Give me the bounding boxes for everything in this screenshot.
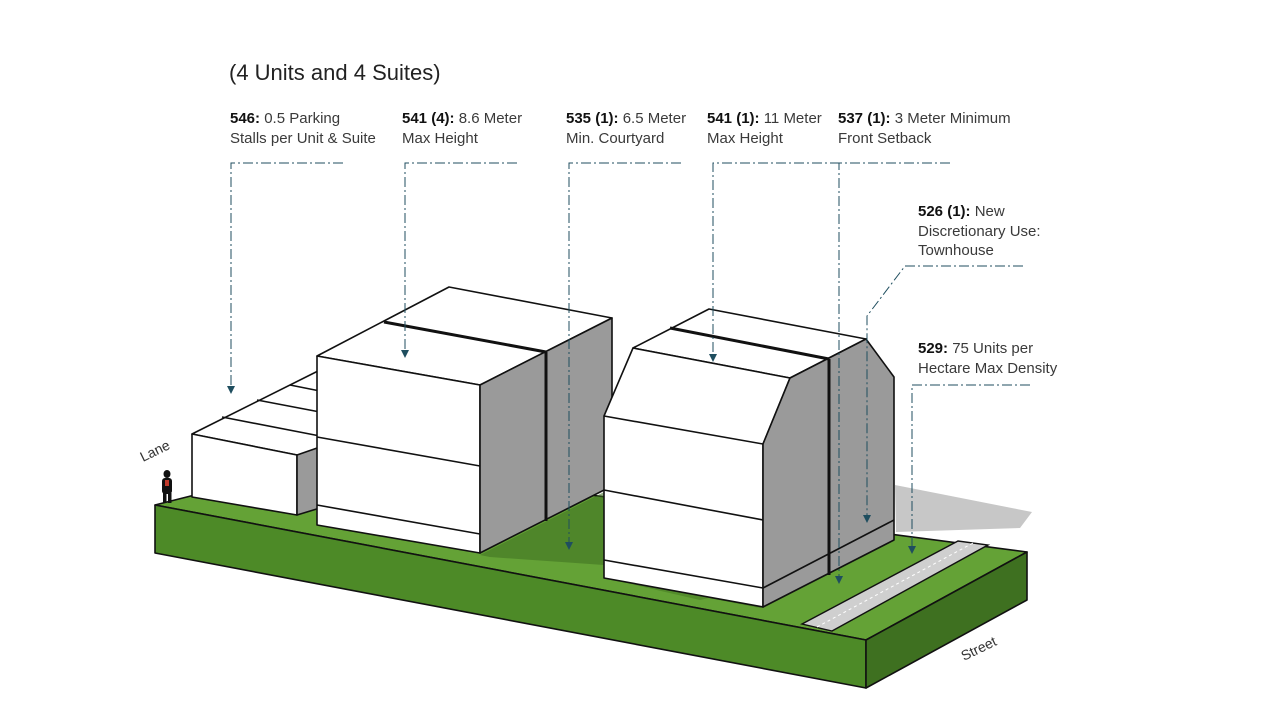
annotation-code: 535 (1): <box>566 110 619 127</box>
annotation-code: 529: <box>918 340 949 357</box>
townhouse-building-right <box>603 308 895 608</box>
leader-discretionary-use <box>863 265 1023 523</box>
annotation-courtyard: 535 (1): 6.5 Meter Min. Courtyard <box>566 109 716 148</box>
lane-label: Lane <box>137 437 172 465</box>
annotation-code: 546: <box>230 110 261 127</box>
sidewalk <box>800 540 991 632</box>
annotation-parking: 546: 0.5 Parking Stalls per Unit & Suite <box>230 109 400 148</box>
annotation-code: 537 (1): <box>838 110 891 127</box>
building-right-front <box>603 347 791 608</box>
annotation-code: 541 (4): <box>402 110 455 127</box>
leader-density <box>908 384 1030 554</box>
annotation-code: 526 (1): <box>918 203 971 220</box>
annotation-text: New Discretionary Use: Townhouse <box>918 203 1041 259</box>
annotation-max-height-8-6: 541 (4): 8.6 Meter Max Height <box>402 109 552 148</box>
garage-building <box>191 369 321 516</box>
annotation-text: 3 Meter Minimum Front Setback <box>838 110 1011 147</box>
annotation-text: 8.6 Meter Max Height <box>402 110 523 147</box>
annotation-front-setback: 537 (1): 3 Meter Minimum Front Setback <box>838 109 1038 148</box>
leader-front-setback <box>835 162 950 584</box>
annotation-code: 541 (1): <box>707 110 760 127</box>
annotation-text: 75 Units per Hectare Max Density <box>918 340 1058 377</box>
building-left-front <box>316 355 481 554</box>
leader-max-height-8-6 <box>401 162 517 358</box>
leader-max-height-11 <box>709 162 840 362</box>
annotation-text: 6.5 Meter Min. Courtyard <box>566 110 687 147</box>
annotation-discretionary-use: 526 (1): New Discretionary Use: Townhous… <box>918 202 1088 261</box>
diagram-subtitle: (4 Units and 4 Suites) <box>229 60 441 85</box>
lot-side-face <box>865 551 1028 689</box>
leader-parking <box>227 162 343 394</box>
person-figure-icon <box>162 470 172 503</box>
leader-courtyard <box>565 162 681 550</box>
leader-lines <box>227 162 1030 584</box>
street-label: Street <box>958 633 999 664</box>
townhouse-building-left <box>316 286 613 554</box>
annotation-density: 529: 75 Units per Hectare Max Density <box>918 339 1088 378</box>
ground-shadow <box>895 485 1032 532</box>
annotation-text: 0.5 Parking Stalls per Unit & Suite <box>230 110 376 147</box>
annotation-max-height-11: 541 (1): 11 Meter Max Height <box>707 109 847 148</box>
annotation-text: 11 Meter Max Height <box>707 110 822 147</box>
